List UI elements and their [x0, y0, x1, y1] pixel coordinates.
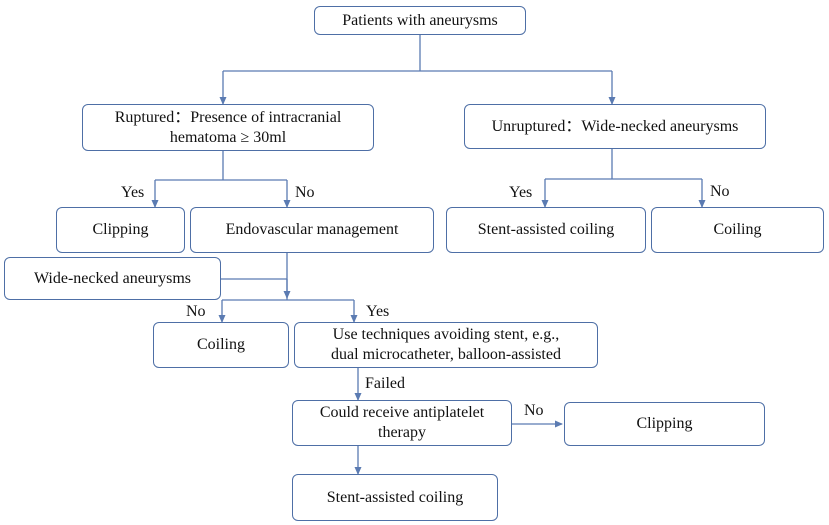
- edge-label-no-unruptured: No: [710, 183, 730, 200]
- node-clipping-left-label: Clipping: [92, 221, 149, 238]
- node-coiling-right: Coiling: [651, 207, 824, 253]
- node-patients: Patients with aneurysms: [314, 6, 526, 35]
- node-antiplatelet: Could receive antiplatelet therapy: [292, 400, 512, 446]
- node-wide-necked-label: Wide-necked aneurysms: [33, 269, 192, 287]
- node-clipping-left: Clipping: [56, 207, 185, 253]
- node-ruptured-line1: Ruptured：Presence of intracranial: [114, 108, 342, 126]
- node-coiling-mid-label: Coiling: [196, 336, 245, 353]
- edge-label-yes-unruptured: Yes: [509, 184, 533, 201]
- edge-label-no-antiplatelet: No: [524, 402, 544, 419]
- node-stent-coiling-bottom: Stent-assisted coiling: [292, 474, 498, 521]
- edge-label-yes-wide: Yes: [366, 303, 390, 320]
- edge-label-yes-ruptured: Yes: [121, 184, 145, 201]
- node-techniques-line2: dual microcatheter, balloon-assisted: [331, 346, 561, 363]
- node-stent-coiling-right-label: Stent-assisted coiling: [477, 221, 615, 238]
- node-techniques: Use techniques avoiding stent, e.g., dua…: [294, 322, 598, 368]
- node-endovascular: Endovascular management: [190, 207, 434, 253]
- edge-label-failed: Failed: [365, 375, 405, 392]
- node-antiplatelet-line1: Could receive antiplatelet: [319, 404, 485, 421]
- node-stent-coiling-bottom-label: Stent-assisted coiling: [326, 488, 464, 506]
- node-coiling-mid: Coiling: [153, 322, 289, 368]
- node-clipping-right: Clipping: [564, 402, 765, 446]
- node-stent-coiling-right: Stent-assisted coiling: [446, 207, 646, 253]
- node-endovascular-label: Endovascular management: [225, 221, 399, 238]
- node-coiling-right-label: Coiling: [713, 221, 762, 238]
- node-techniques-line1: Use techniques avoiding stent, e.g.,: [332, 326, 560, 343]
- node-ruptured: Ruptured：Presence of intracranial hemato…: [82, 104, 374, 151]
- node-unruptured: Unruptured：Wide-necked aneurysms: [464, 104, 766, 149]
- node-antiplatelet-line2: therapy: [378, 424, 426, 441]
- edge-label-no-ruptured: No: [295, 184, 315, 201]
- node-ruptured-line2: hematoma ≥ 30ml: [169, 128, 287, 146]
- edge-label-no-wide: No: [186, 303, 206, 320]
- node-wide-necked: Wide-necked aneurysms: [4, 257, 221, 300]
- node-unruptured-label: Unruptured：Wide-necked aneurysms: [491, 117, 739, 135]
- node-patients-label: Patients with aneurysms: [342, 11, 498, 29]
- node-clipping-right-label: Clipping: [636, 415, 693, 432]
